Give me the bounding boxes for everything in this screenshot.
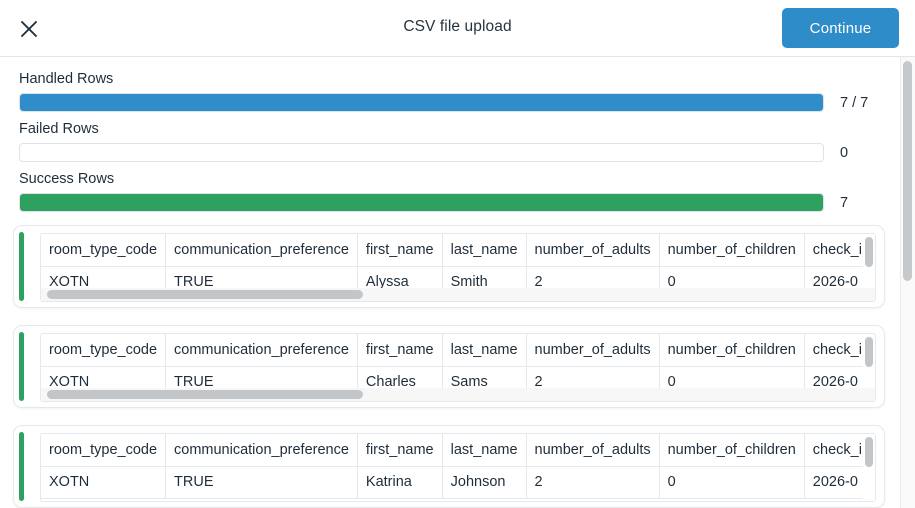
failed-rows-label: Failed Rows bbox=[19, 121, 99, 137]
table-vertical-scrollbar-thumb[interactable] bbox=[865, 337, 873, 367]
failed-rows-group: Failed Rows 0 bbox=[19, 121, 885, 162]
handled-rows-progressbar bbox=[19, 93, 824, 112]
column-header: number_of_children bbox=[659, 334, 805, 367]
table-cell: Katrina bbox=[357, 466, 443, 499]
table-vertical-scrollbar-thumb[interactable] bbox=[865, 437, 873, 467]
table-vertical-scrollbar[interactable] bbox=[863, 434, 875, 501]
column-header: number_of_adults bbox=[526, 234, 660, 267]
table-cell: 2 bbox=[526, 466, 660, 499]
page-scrollbar-thumb[interactable] bbox=[903, 61, 912, 281]
column-header: communication_preference bbox=[165, 434, 358, 467]
continue-button[interactable]: Continue bbox=[782, 8, 899, 48]
success-rows-label: Success Rows bbox=[19, 171, 115, 187]
handled-rows-fill bbox=[20, 94, 823, 111]
column-header: number_of_adults bbox=[526, 334, 660, 367]
success-rows-count: 7 bbox=[840, 194, 849, 211]
scroll-content: Handled Rows 7 / 7 Failed Rows 0 bbox=[0, 57, 903, 508]
table-horizontal-scrollbar[interactable] bbox=[41, 288, 875, 301]
dialog-header: CSV file upload Continue bbox=[0, 0, 915, 57]
column-header: first_name bbox=[357, 334, 443, 367]
success-rows-progressbar bbox=[19, 193, 824, 212]
column-header: last_name bbox=[442, 334, 527, 367]
status-accent-bar bbox=[19, 432, 24, 501]
close-icon[interactable] bbox=[16, 16, 42, 42]
column-header: number_of_adults bbox=[526, 434, 660, 467]
success-rows-fill bbox=[20, 194, 823, 211]
column-header: room_type_code bbox=[41, 234, 167, 267]
column-header: first_name bbox=[357, 434, 443, 467]
table-vertical-scrollbar[interactable] bbox=[863, 234, 875, 301]
success-rows-group: Success Rows 7 bbox=[19, 171, 885, 212]
failed-rows-count: 0 bbox=[840, 144, 849, 161]
column-header: check_i bbox=[804, 234, 871, 267]
table-cell: TRUE bbox=[165, 466, 358, 499]
table-horizontal-scrollbar-thumb[interactable] bbox=[47, 290, 363, 299]
table-cell: Johnson bbox=[442, 466, 527, 499]
dialog-body: Handled Rows 7 / 7 Failed Rows 0 bbox=[0, 57, 915, 508]
page-scrollbar[interactable] bbox=[900, 57, 915, 508]
table-cell: 2026-0 bbox=[804, 466, 871, 499]
table-horizontal-scrollbar-thumb[interactable] bbox=[47, 390, 363, 399]
page-title: CSV file upload bbox=[403, 18, 512, 35]
table-cell: XOTN bbox=[41, 466, 167, 499]
table-cell: 0 bbox=[659, 466, 805, 499]
column-header: number_of_children bbox=[659, 434, 805, 467]
failed-rows-progressbar bbox=[19, 143, 824, 162]
handled-rows-label: Handled Rows bbox=[19, 71, 114, 87]
status-accent-bar bbox=[19, 332, 24, 401]
column-header: room_type_code bbox=[41, 434, 167, 467]
handled-rows-count: 7 / 7 bbox=[840, 94, 869, 111]
column-header: check_i bbox=[804, 334, 871, 367]
handled-rows-row: 7 / 7 bbox=[19, 93, 885, 112]
close-glyph bbox=[21, 21, 37, 37]
column-header: communication_preference bbox=[165, 234, 358, 267]
success-rows-row: 7 bbox=[19, 193, 885, 212]
status-accent-bar bbox=[19, 232, 24, 301]
column-header: number_of_children bbox=[659, 234, 805, 267]
column-header: room_type_code bbox=[41, 334, 167, 367]
column-header: last_name bbox=[442, 434, 527, 467]
handled-rows-group: Handled Rows 7 / 7 bbox=[19, 71, 885, 112]
progress-section: Handled Rows 7 / 7 Failed Rows 0 bbox=[0, 71, 903, 212]
column-header: communication_preference bbox=[165, 334, 358, 367]
table-vertical-scrollbar[interactable] bbox=[863, 334, 875, 401]
table-horizontal-scrollbar[interactable] bbox=[41, 388, 875, 401]
column-header: last_name bbox=[442, 234, 527, 267]
column-header: check_i bbox=[804, 434, 871, 467]
failed-rows-row: 0 bbox=[19, 143, 885, 162]
column-header: first_name bbox=[357, 234, 443, 267]
table-vertical-scrollbar-thumb[interactable] bbox=[865, 237, 873, 267]
